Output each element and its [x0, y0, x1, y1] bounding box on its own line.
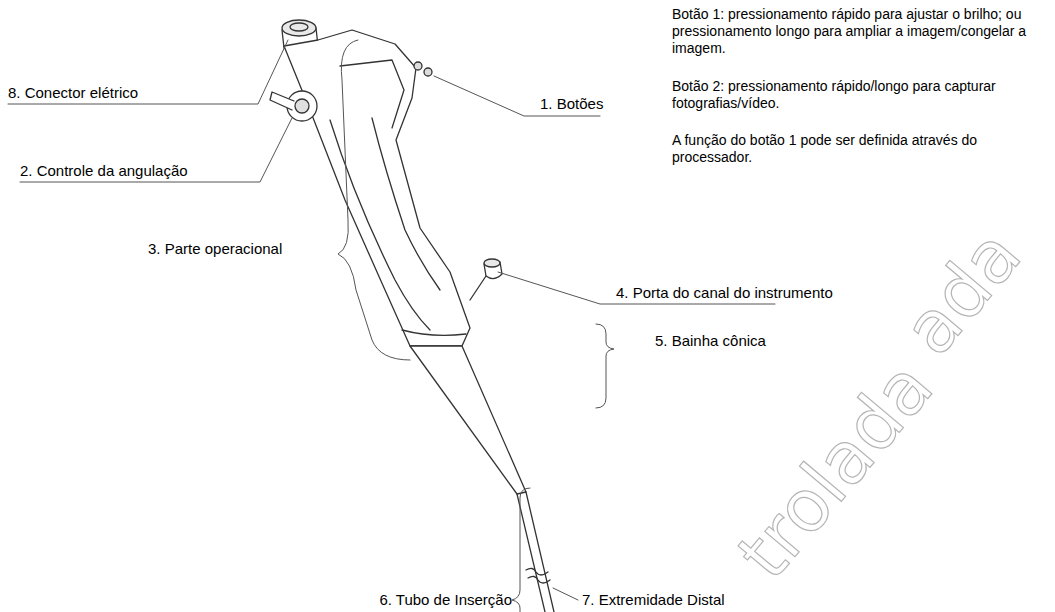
callout-label: 6. Tubo de Inserção: [379, 591, 512, 609]
callout-label: 5. Bainha cônica: [655, 332, 766, 350]
brace: [512, 488, 530, 612]
button: [424, 68, 432, 76]
note-text: Botão 1: pressionamento rápido para ajus…: [672, 6, 1044, 57]
leader-line: [20, 118, 292, 182]
callout-label: 2. Controle da angulação: [20, 162, 188, 180]
handle-seam: [402, 330, 466, 335]
brace: [596, 324, 614, 408]
conical-sheath: [410, 346, 526, 494]
note-text: A função do botão 1 pode ser definida at…: [672, 132, 1044, 166]
angulation-knob-core: [295, 99, 309, 113]
callout-label: 7. Extremidade Distal: [582, 591, 725, 609]
watermark: ada: [888, 215, 1035, 369]
note-text: Botão 2: pressionamento rápido/longo par…: [672, 78, 1044, 112]
leader-line: [553, 588, 578, 600]
grip-line: [372, 118, 440, 290]
channel-port-top: [484, 259, 500, 267]
watermark: trolada: [723, 347, 948, 593]
angulation-lever: [270, 92, 294, 110]
callout-label: 8. Conector elétrico: [8, 84, 138, 102]
channel-port-base: [470, 276, 486, 300]
connector-top: [282, 20, 316, 36]
callout-label: 3. Parte operacional: [148, 240, 282, 258]
leader-line: [8, 40, 288, 104]
connector-pin: [290, 23, 308, 31]
brace: [338, 40, 410, 360]
handle-body: [284, 30, 470, 346]
insertion-tube: [517, 492, 554, 612]
callout-label: 1. Botões: [540, 95, 603, 113]
button: [414, 62, 422, 70]
callout-label: 4. Porta do canal do instrumento: [616, 284, 833, 302]
break-mark: [526, 568, 550, 583]
